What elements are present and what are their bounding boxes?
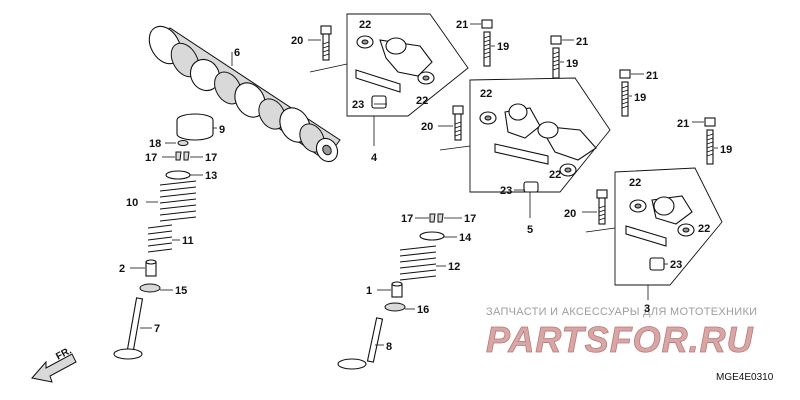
inner-valve-spring-left (147, 224, 173, 253)
label-21-c: 21 (646, 70, 658, 82)
label-19-a: 19 (497, 41, 509, 53)
label-23-c: 23 (670, 259, 682, 271)
label-22-c: 22 (480, 88, 492, 100)
label-21-d: 21 (677, 118, 689, 130)
spring-retainer-right (419, 231, 445, 241)
stud-nut-a (481, 19, 493, 67)
rocker-arm-5 (479, 103, 597, 193)
label-17-right-b: 17 (464, 213, 476, 225)
label-6: 6 (234, 47, 240, 59)
cotter-right-a (429, 213, 436, 223)
label-9: 9 (219, 124, 225, 136)
label-10: 10 (126, 197, 138, 209)
label-13: 13 (205, 170, 217, 182)
outer-valve-spring-left (159, 180, 197, 222)
stem-seal-left (139, 283, 161, 293)
label-22-d: 22 (549, 169, 561, 181)
rocker-assembly-box-3 (614, 167, 723, 286)
spring-retainer-left (165, 170, 191, 180)
label-17-left-a: 17 (145, 152, 157, 164)
label-17-right-a: 17 (401, 213, 413, 225)
bolt-20-a (320, 25, 332, 61)
stud-nut-b (550, 35, 562, 79)
cotter-left-b (183, 151, 190, 161)
label-21-a: 21 (456, 19, 468, 31)
rocker-arm-3 (625, 195, 695, 271)
label-22-f: 22 (698, 223, 710, 235)
cotter-left-a (175, 151, 182, 161)
watermark-brand-text: PARTSFOR.RU (486, 319, 754, 360)
label-19-d: 19 (720, 144, 732, 156)
label-19-c: 19 (634, 92, 646, 104)
label-3: 3 (644, 303, 650, 315)
label-20-c: 20 (564, 208, 576, 220)
label-15: 15 (175, 285, 187, 297)
rocker-assembly-box-4 (346, 13, 469, 117)
label-8: 8 (386, 341, 392, 353)
label-22-b: 22 (416, 95, 428, 107)
label-17-left-b: 17 (205, 152, 217, 164)
valve-guide-left (145, 259, 157, 277)
valve-lifter-left (176, 113, 214, 141)
label-23-b: 23 (500, 185, 512, 197)
valve-left (113, 297, 144, 360)
label-22-e: 22 (629, 177, 641, 189)
label-18: 18 (149, 138, 161, 150)
label-7: 7 (154, 323, 160, 335)
cotter-right-b (437, 213, 444, 223)
diagram-code: MGE4E0310 (716, 372, 774, 383)
camshaft (148, 25, 341, 163)
rocker-arm-4 (355, 35, 435, 109)
label-5: 5 (527, 224, 533, 236)
label-4: 4 (371, 152, 378, 164)
valve-right (337, 317, 384, 370)
bolt-20-c (596, 189, 608, 225)
stud-nut-c (619, 69, 631, 117)
label-20-b: 20 (421, 121, 433, 133)
valve-springs-right (399, 245, 437, 281)
label-19-b: 19 (566, 58, 578, 70)
shim-left (177, 140, 189, 146)
front-direction-arrow: FR. (31, 345, 77, 383)
label-12: 12 (448, 261, 460, 273)
valve-guide-right (391, 281, 403, 298)
label-14: 14 (459, 232, 472, 244)
label-20-a: 20 (291, 35, 303, 47)
label-23-a: 23 (352, 99, 364, 111)
watermark-top-text: ЗАПЧАСТИ И АКСЕССУАРЫ ДЛЯ МОТОТЕХНИКИ (486, 306, 757, 318)
label-2: 2 (119, 263, 125, 275)
stud-nut-d (704, 117, 716, 165)
label-22-a: 22 (359, 19, 371, 31)
stem-seal-right (384, 302, 406, 312)
label-11: 11 (182, 235, 194, 247)
bolt-20-b (452, 105, 464, 141)
label-1: 1 (366, 285, 372, 297)
label-16: 16 (417, 304, 429, 316)
label-21-b: 21 (576, 36, 588, 48)
